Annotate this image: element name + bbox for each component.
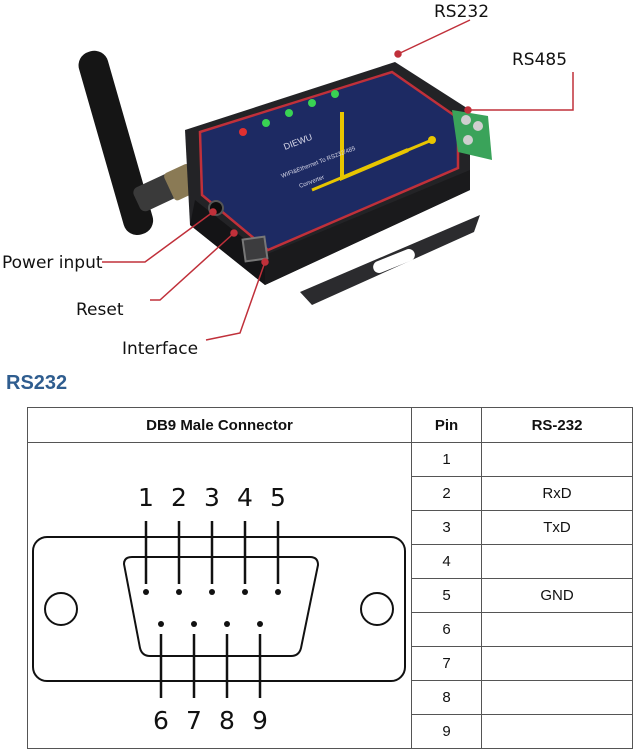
section-title: RS232 — [6, 372, 68, 394]
ethernet-port — [241, 235, 269, 263]
signal-cell: RxD — [481, 476, 633, 511]
device-body — [185, 62, 470, 285]
table-row: 7 — [28, 646, 633, 681]
pin-number-9: 9 — [252, 706, 268, 735]
pin-cell: 9 — [411, 714, 482, 749]
signal-cell: GND — [481, 578, 633, 613]
pin-number-5: 5 — [270, 483, 286, 512]
bottom-pin-dots — [157, 620, 263, 627]
signal-cell — [481, 646, 633, 681]
pin-cell: 4 — [411, 544, 482, 579]
status-leds — [239, 90, 339, 136]
pin-number-8: 8 — [219, 706, 235, 735]
pin-number-2: 2 — [171, 483, 187, 512]
device-illustration: DIEWU WIFI&Ethernet To RS232/485 Convert… — [78, 19, 574, 341]
table-row: 8 — [28, 680, 633, 715]
db9-d-sleeve — [122, 555, 319, 657]
callout-lines — [102, 19, 574, 341]
pin-cell: 5 — [411, 578, 482, 613]
db9-diagram-cell: 1 2 3 4 5 — [27, 442, 412, 749]
rs232-pinout-table: DB9 Male Connector Pin RS-232 1 2 3 4 — [27, 407, 633, 749]
antenna — [78, 50, 200, 236]
mounting-hole-right — [359, 591, 394, 626]
pin-cell: 2 — [411, 476, 482, 511]
signal-cell — [481, 442, 633, 477]
signal-cell: TxD — [481, 510, 633, 545]
front-panel — [198, 70, 460, 252]
table-row: 2 RxD — [28, 476, 633, 511]
db9-connector-diagram: 1 2 3 4 5 — [31, 483, 406, 735]
header-signal: RS-232 — [481, 407, 633, 443]
interface-callout-label: Interface — [122, 339, 199, 359]
mounting-hole-left — [43, 591, 78, 626]
reset-callout-label: Reset — [76, 300, 124, 320]
pin-number-7: 7 — [186, 706, 202, 735]
pin-number-4: 4 — [237, 483, 253, 512]
top-pin-dots — [142, 588, 281, 595]
pin-number-6: 6 — [153, 706, 169, 735]
pin-cell: 8 — [411, 680, 482, 715]
pin-number-3: 3 — [204, 483, 220, 512]
signal-cell — [481, 544, 633, 579]
table-row: 9 — [28, 714, 633, 749]
pin-cell: 3 — [411, 510, 482, 545]
table-header-row: DB9 Male Connector Pin RS-232 — [27, 407, 633, 443]
pin-number-1: 1 — [138, 483, 154, 512]
header-connector: DB9 Male Connector — [27, 407, 412, 443]
top-pin-leads — [144, 520, 279, 584]
rs485-terminal-block — [452, 110, 492, 160]
signal-cell — [481, 612, 633, 647]
table-row: 3 TxD — [28, 510, 633, 545]
rs232-callout-label: RS232 — [434, 2, 490, 22]
signal-cell — [481, 680, 633, 715]
table-row: 4 — [28, 544, 633, 579]
power-input-callout-label: Power input — [2, 253, 103, 273]
rs485-callout-label: RS485 — [512, 50, 568, 70]
db9-shell — [31, 535, 406, 682]
pin-cell: 6 — [411, 612, 482, 647]
pin-cell: 1 — [411, 442, 482, 477]
pin-cell: 7 — [411, 646, 482, 681]
table-row: 1 2 3 4 5 — [27, 442, 633, 749]
header-pin: Pin — [411, 407, 482, 443]
signal-cell — [481, 714, 633, 749]
bottom-pin-leads — [159, 633, 261, 698]
